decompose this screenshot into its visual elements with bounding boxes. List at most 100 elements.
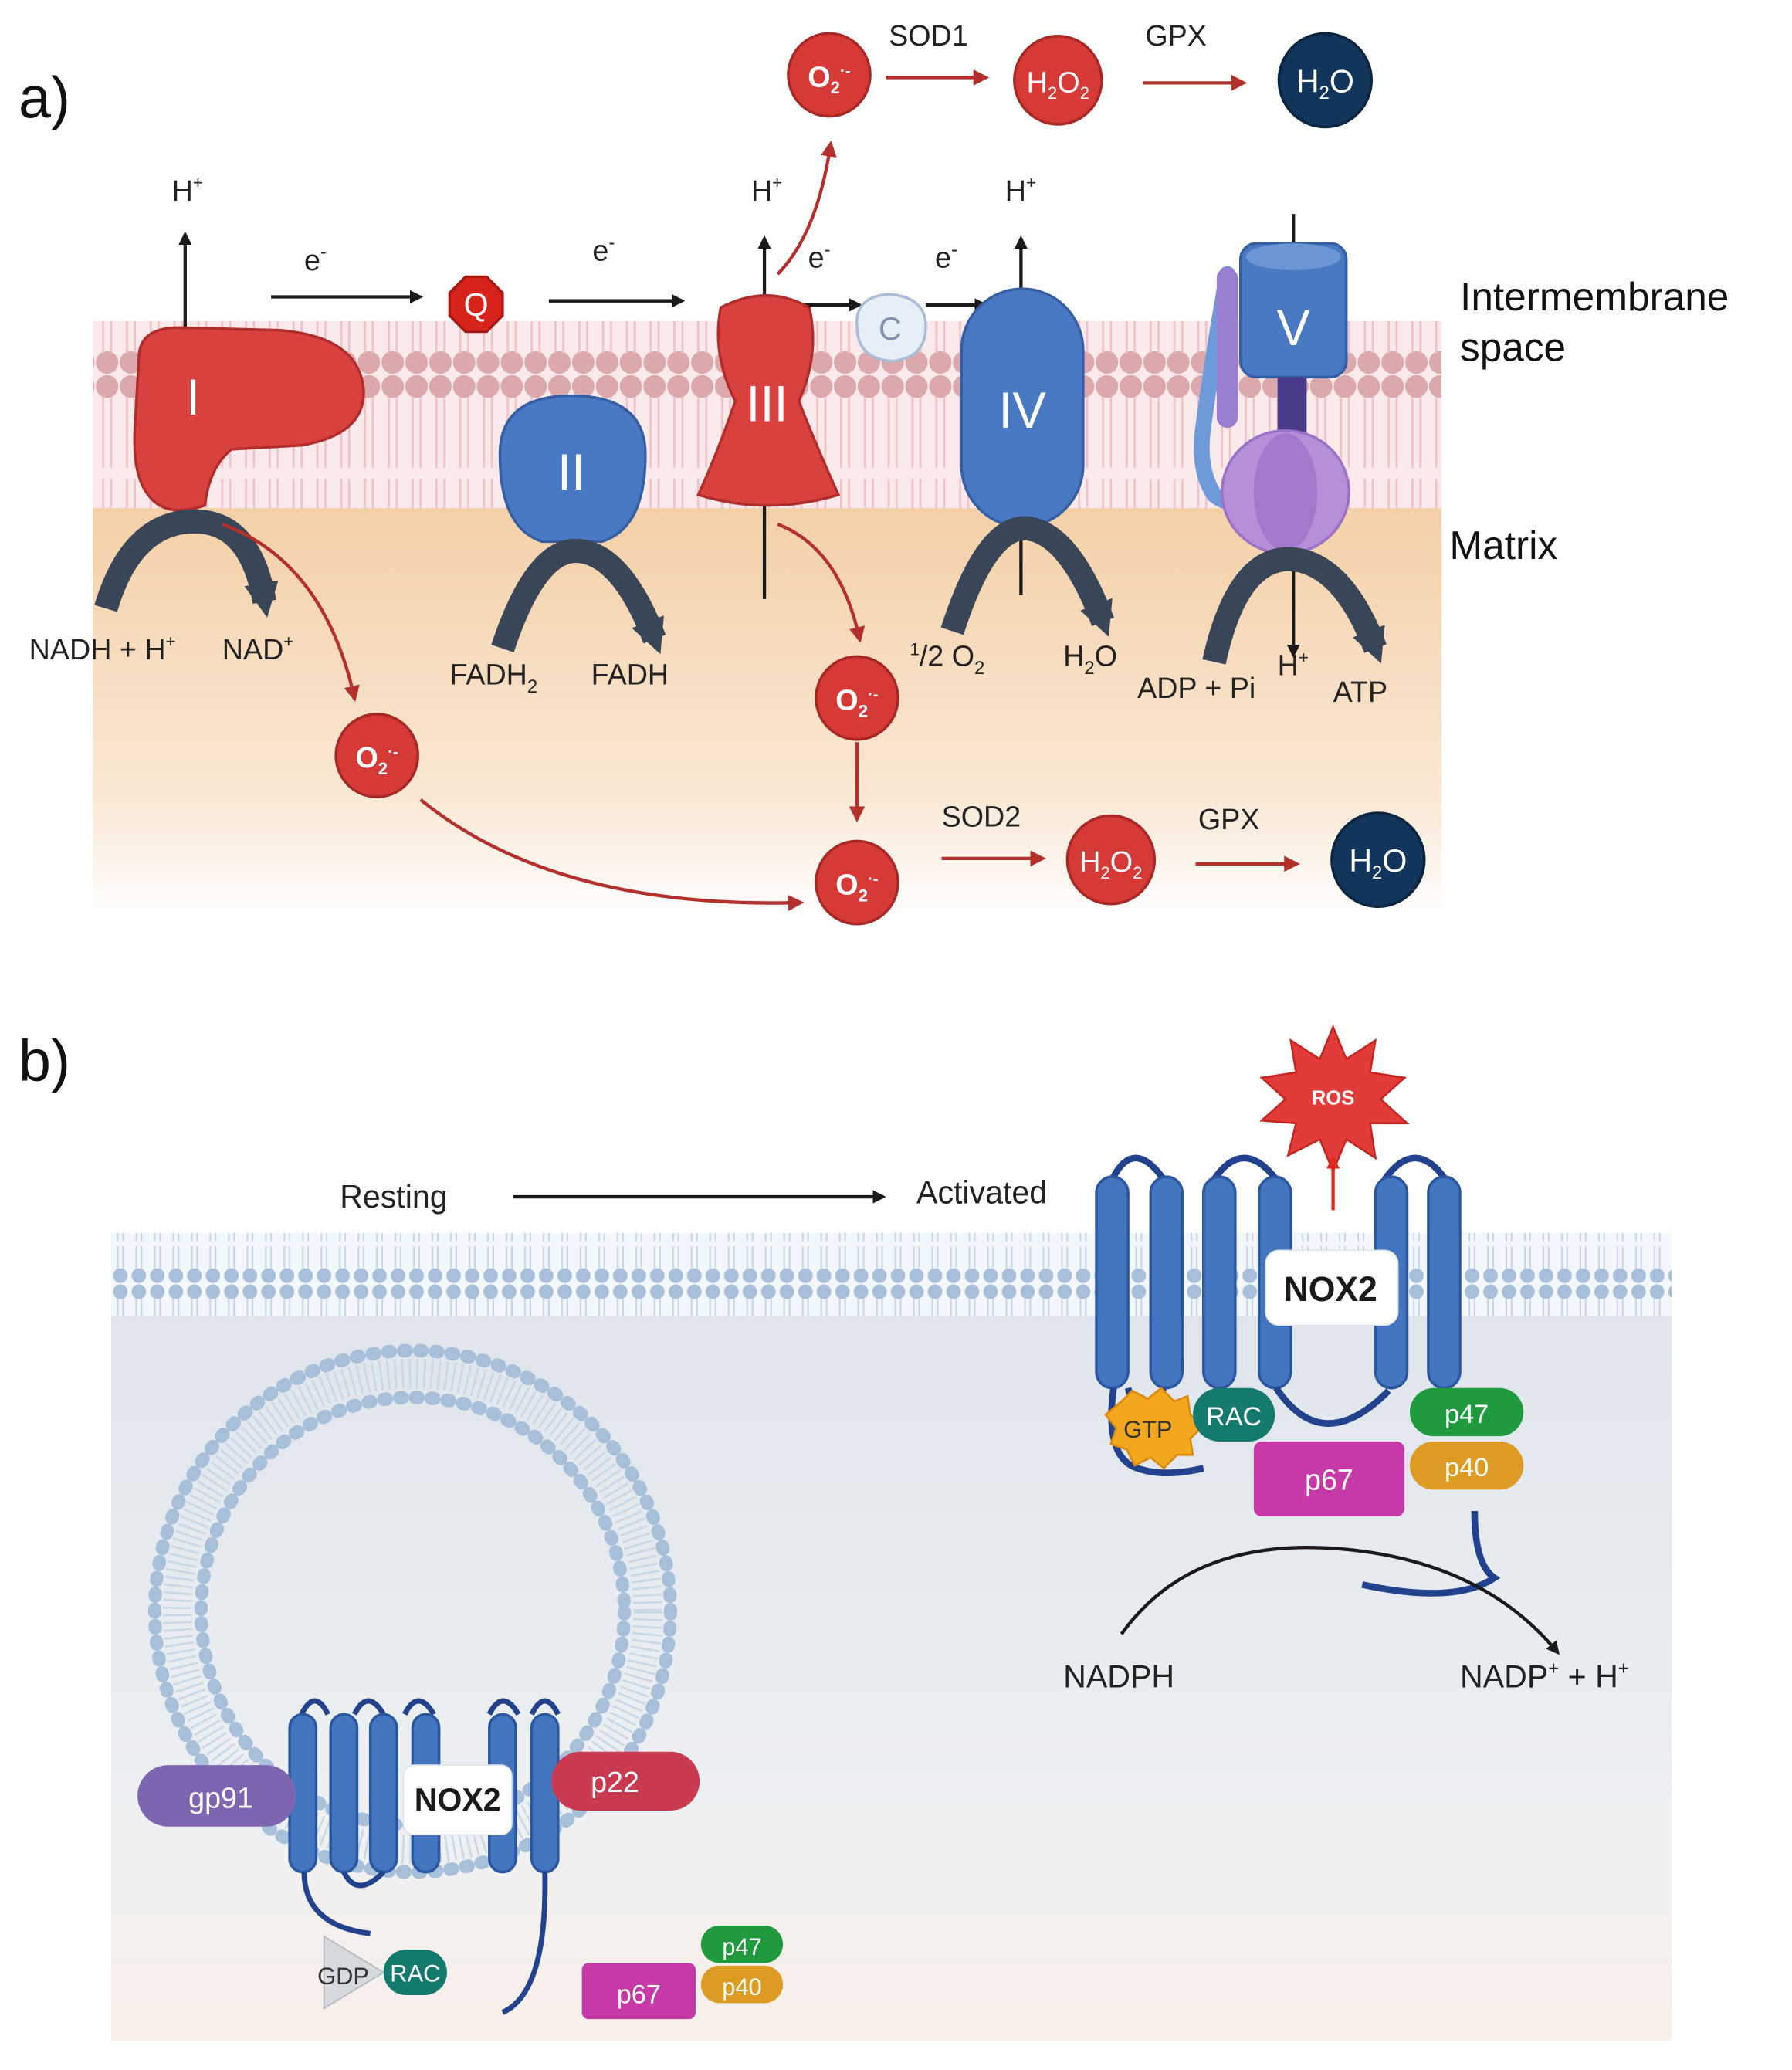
gp91-label: gp91 <box>188 1782 253 1814</box>
svg-text:O2·-: O2·- <box>835 869 878 905</box>
intermembrane-label: Intermembrane <box>1460 274 1729 319</box>
gpx-label-bottom: GPX <box>1198 804 1260 836</box>
panel-b-label: b) <box>19 1028 70 1093</box>
svg-text:O2·-: O2·- <box>835 684 878 720</box>
nadph-label: NADPH <box>1063 1658 1174 1694</box>
half-oxygen-label: 1/2 O2 <box>910 640 984 679</box>
panel-a-label: a) <box>19 65 70 130</box>
fadh2-label: FADH2 <box>449 659 537 698</box>
proton-label-i: H+ <box>172 173 203 208</box>
p47-activated-label: p47 <box>1445 1400 1489 1429</box>
water-matrix: H2O <box>1330 811 1426 908</box>
gdp-label: GDP <box>317 1963 369 1990</box>
nox2-resting-label: NOX2 <box>415 1782 501 1818</box>
p40-resting-label: p40 <box>722 1973 761 2001</box>
svg-text:H2O: H2O <box>1349 843 1407 883</box>
p67-resting-label: p67 <box>617 1980 661 2009</box>
superoxide-complex-i: O2·- <box>334 713 419 798</box>
sod1-label: SOD1 <box>889 20 968 53</box>
cytochrome-c <box>855 293 927 363</box>
superoxide-matrix: O2·- <box>815 839 899 926</box>
cytoplasm-region <box>110 1307 1672 2041</box>
superoxide-imm: O2·- <box>787 32 872 118</box>
complex-i-label: I <box>186 369 200 425</box>
nadh-label: NADH + H+ <box>29 632 176 666</box>
ros-arrow-complex-iii <box>777 522 866 643</box>
nad-label: NAD+ <box>222 632 294 666</box>
complex-iv-label: IV <box>998 382 1046 439</box>
svg-text:H2O2: H2O2 <box>1027 66 1089 103</box>
electron-label-2: e- <box>592 232 615 268</box>
electron-label-3: e- <box>808 239 831 275</box>
resting-label: Resting <box>340 1179 447 1215</box>
p40-resting <box>700 1965 784 2004</box>
p22-resting <box>551 1751 700 1811</box>
matrix-label: Matrix <box>1449 523 1557 567</box>
complex-i <box>133 326 365 512</box>
peroxide-matrix: H2O2 <box>1065 814 1157 906</box>
nox2-activated-label: NOX2 <box>1284 1270 1377 1309</box>
curved-arrow-complex-v <box>1202 547 1387 665</box>
cytochrome-c-label: C <box>879 311 902 347</box>
svg-text:H2O: H2O <box>1296 63 1354 103</box>
nox2-resting-box <box>402 1764 513 1836</box>
plasma-membrane-lipids <box>110 1232 1672 1316</box>
ros-arrow-merge <box>419 798 805 911</box>
curved-arrow-complex-iv <box>940 516 1114 637</box>
sod2-label: SOD2 <box>942 801 1021 833</box>
atp-label: ATP <box>1333 676 1387 709</box>
ros-arrow-complex-i <box>222 522 360 703</box>
svg-text:H2O2: H2O2 <box>1079 846 1142 883</box>
water-imm: H2O <box>1277 32 1374 129</box>
fadh-label: FADH <box>591 659 669 692</box>
ros-arrow-imm <box>776 140 837 276</box>
p47-activated <box>1409 1387 1524 1437</box>
curved-arrow-complex-ii <box>491 538 666 655</box>
matrix-region <box>92 492 1442 920</box>
water-product-label: H2O <box>1063 640 1117 679</box>
proton-label-iv: H+ <box>1005 173 1036 208</box>
rac-resting-label: RAC <box>390 1960 440 1987</box>
panel-a: a) Intermembrane space Matrix H+ H+ H+ e… <box>19 20 1729 926</box>
rac-activated <box>1193 1387 1275 1442</box>
p40-activated <box>1409 1442 1524 1490</box>
adp-label: ADP + Pi <box>1137 672 1255 705</box>
ros-label: ROS <box>1312 1087 1355 1109</box>
svg-text:O2·-: O2·- <box>808 61 850 97</box>
p47-resting <box>700 1925 784 1963</box>
proton-label-v: H+ <box>1278 648 1309 683</box>
electron-label-4: e- <box>935 239 957 275</box>
nadp-label: NADP+ + H+ <box>1460 1658 1629 1694</box>
p67-activated-label: p67 <box>1305 1464 1353 1496</box>
nadph-arrow <box>1120 1546 1560 1655</box>
complex-iii-label: III <box>746 375 788 432</box>
ubiquinone-label: Q <box>464 287 489 323</box>
gtp-activated <box>1104 1386 1205 1470</box>
peroxide-imm: H2O2 <box>1013 35 1103 126</box>
complex-v <box>1194 242 1350 555</box>
p40-activated-label: p40 <box>1445 1453 1489 1482</box>
curved-arrow-complex-i <box>94 509 279 618</box>
rac-resting <box>383 1950 447 1996</box>
ubiquinone-q <box>448 275 504 334</box>
electron-label-1: e- <box>304 242 327 277</box>
intermembrane-label-2: space <box>1460 324 1566 369</box>
complex-ii-label: II <box>557 444 585 500</box>
gdp-resting <box>323 1935 385 2010</box>
complex-ii <box>498 394 647 544</box>
svg-text:O2·-: O2·- <box>355 742 398 778</box>
rac-activated-label: RAC <box>1206 1402 1262 1431</box>
proton-label-iii: H+ <box>751 173 782 208</box>
nox2-activated-box <box>1265 1249 1399 1326</box>
p67-activated <box>1253 1442 1405 1516</box>
gpx-label-top: GPX <box>1145 20 1207 53</box>
complex-iii <box>696 294 841 507</box>
gtp-label: GTP <box>1123 1416 1172 1443</box>
p47-resting-label: p47 <box>722 1933 761 1960</box>
superoxide-complex-iii: O2·- <box>815 655 899 741</box>
complex-v-label: V <box>1277 300 1311 356</box>
panel-b: b) Resting Activated NOX2 gp91 <box>19 1024 1672 2041</box>
gp91-resting <box>137 1765 296 1827</box>
p22-label: p22 <box>591 1767 639 1799</box>
